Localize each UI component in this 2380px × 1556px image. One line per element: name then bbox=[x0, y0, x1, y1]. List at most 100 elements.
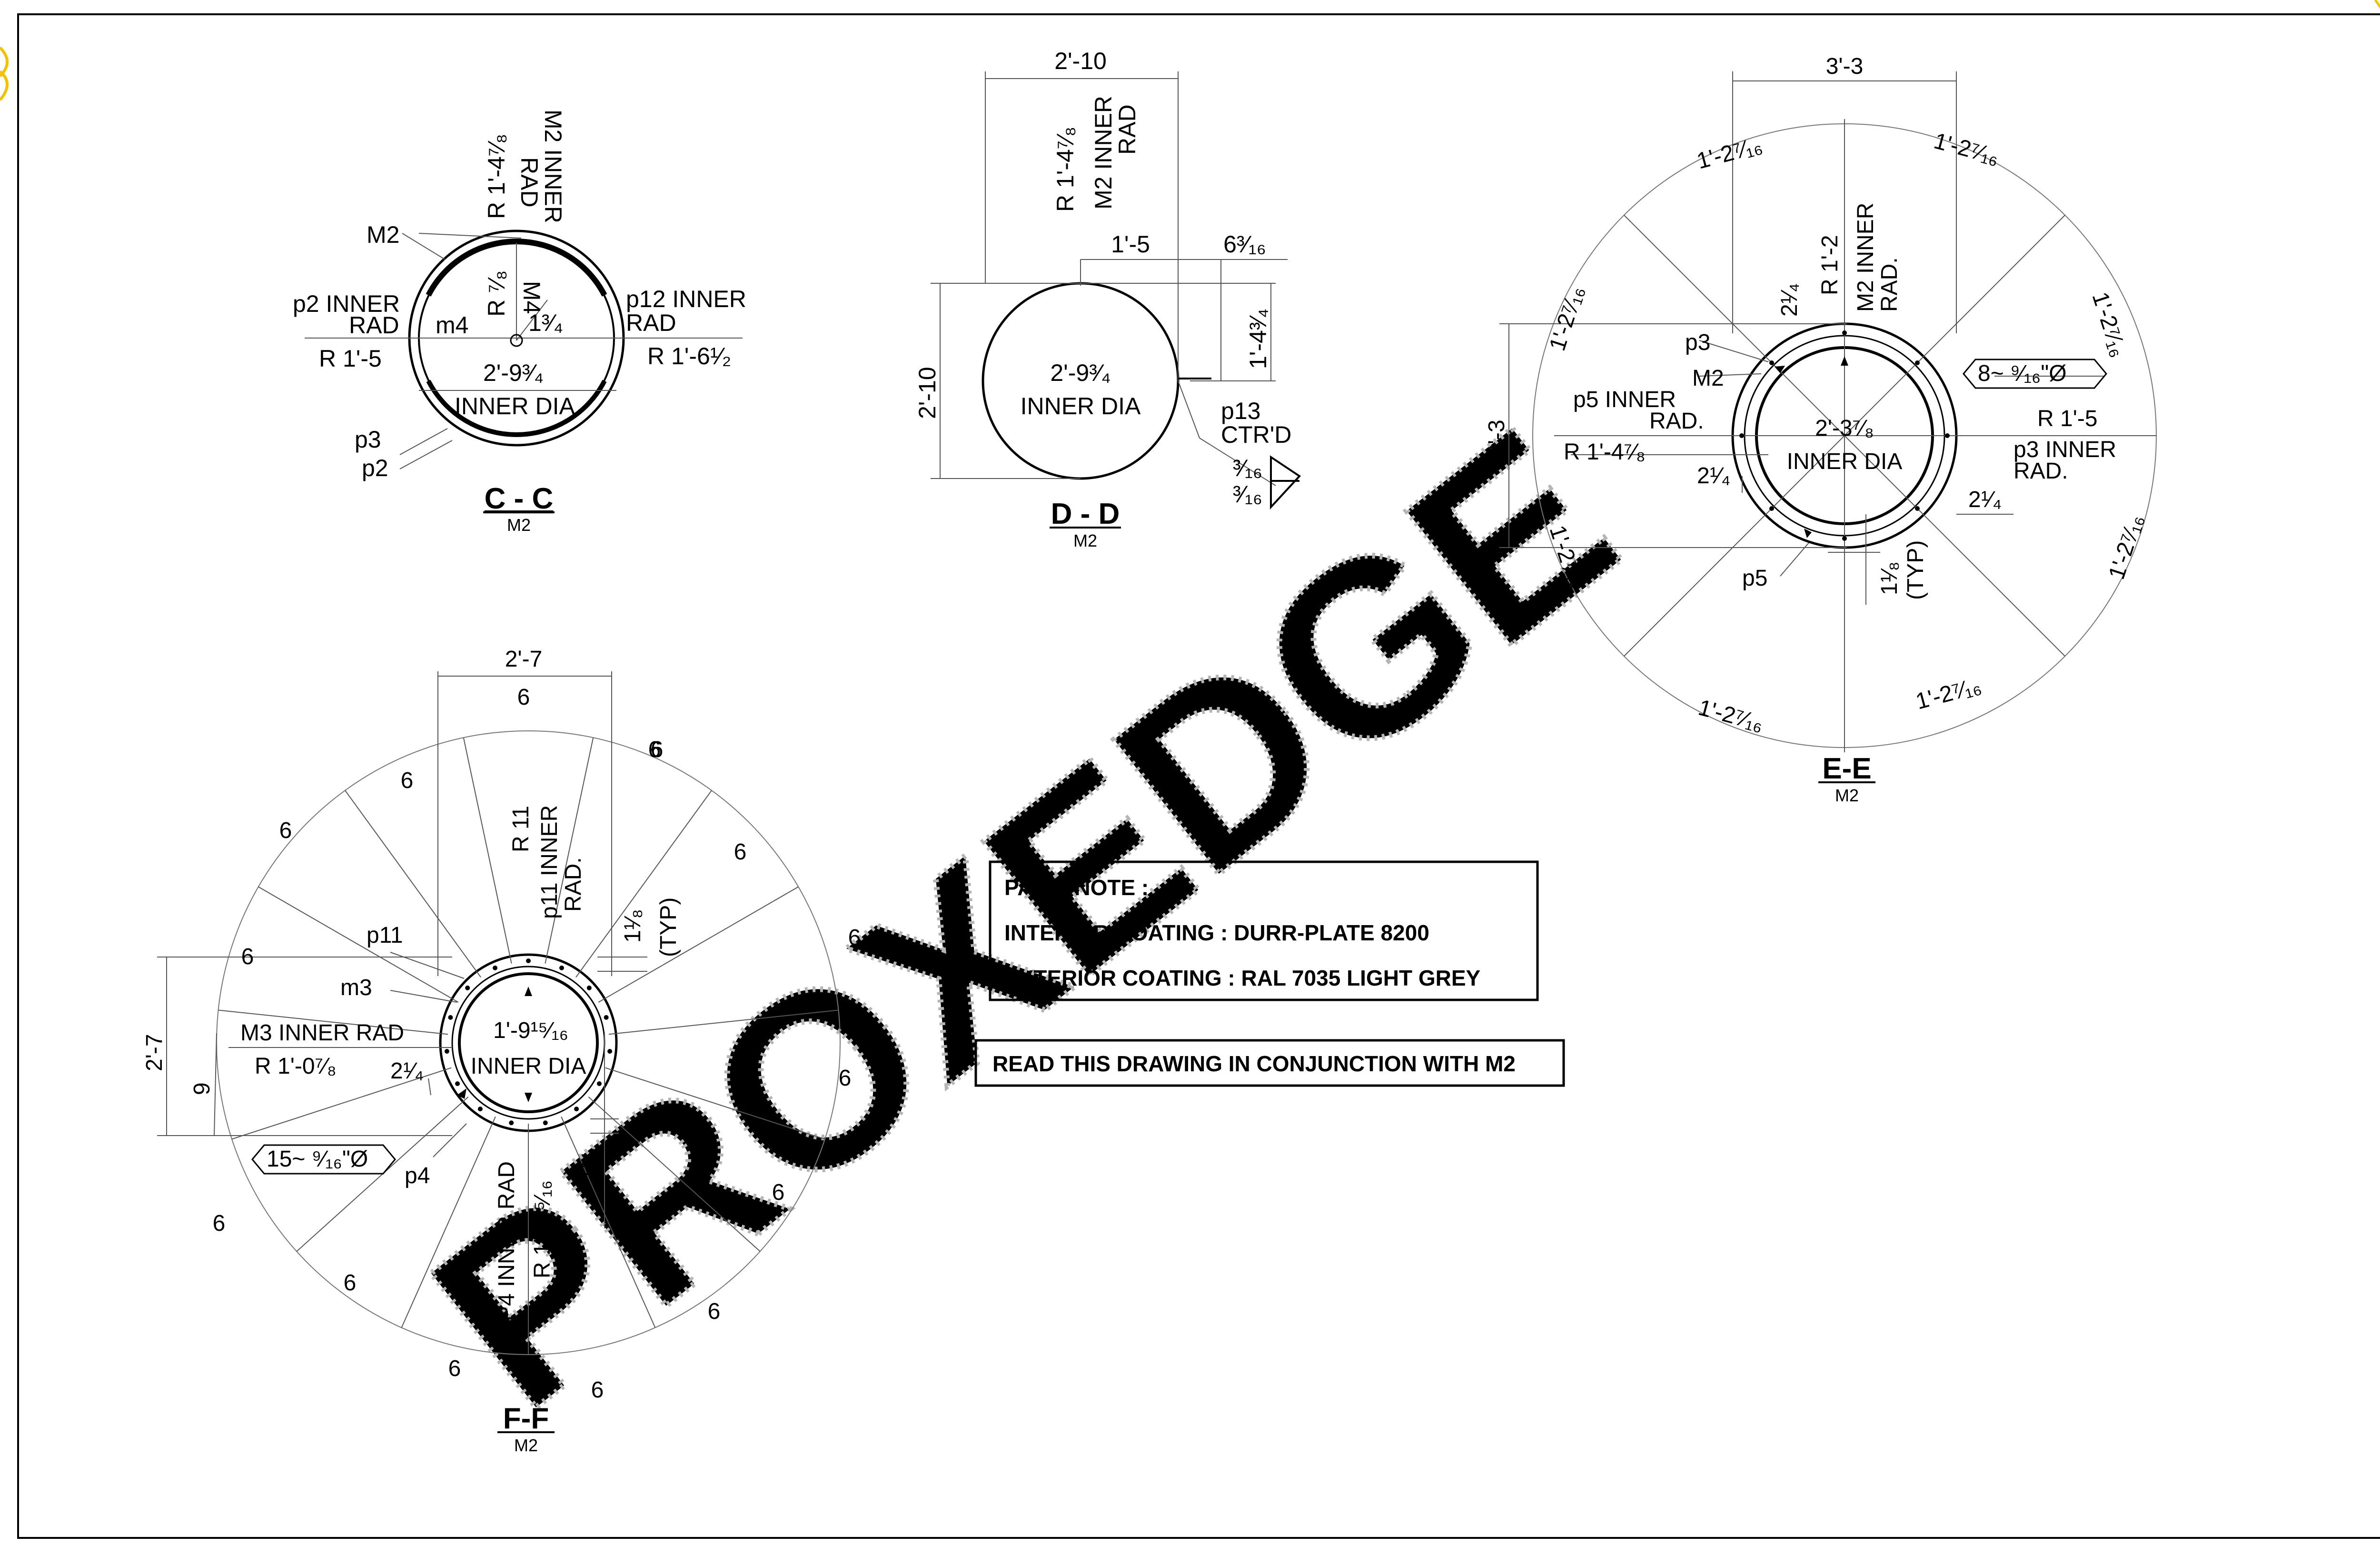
ff-dia: 1'-9¹⁵⁄₁₆ bbox=[493, 1018, 568, 1043]
cc-title: C - C bbox=[485, 482, 554, 515]
ff-r-1-0-7-8: R 1'-0⁷⁄₈ bbox=[255, 1054, 337, 1079]
dd-title: D - D bbox=[1051, 498, 1120, 530]
ff-arc-14: 6 bbox=[651, 737, 664, 762]
ee-m2: M2 bbox=[1692, 366, 1724, 391]
ff-bolt-hole bbox=[448, 1015, 453, 1020]
ff-m3-inner: M3 INNER RAD bbox=[240, 1020, 404, 1046]
ff-p11-inner-2: RAD. bbox=[561, 857, 586, 912]
ee-arc-br: 1'-2⁷⁄₁₆ bbox=[1913, 673, 1983, 714]
corner-mark-left bbox=[0, 46, 9, 101]
ff-radial-line bbox=[463, 738, 512, 964]
dd-ctrd: CTR'D bbox=[1221, 421, 1291, 448]
ee-dia: 2'-3⁷⁄₈ bbox=[1815, 416, 1874, 441]
ff-p4-inner: P4 INNER RAD bbox=[494, 1161, 519, 1321]
ee-top-width: 3'-3 bbox=[1826, 54, 1864, 79]
ff-bolt-hole bbox=[604, 1015, 609, 1020]
dd-d-6-3-16: 6³⁄₁₆ bbox=[1223, 231, 1266, 258]
ff-radial-line bbox=[218, 1009, 448, 1035]
dd-weld-b: ³⁄₁₆ bbox=[1233, 481, 1262, 508]
cc-r-1-6-1-2: R 1'-6¹⁄₂ bbox=[647, 343, 731, 369]
cc-dia: 2'-9³⁄₄ bbox=[483, 359, 544, 386]
ff-p4: p4 bbox=[405, 1163, 430, 1188]
ff-d-1-1-8: 1¹⁄₈ bbox=[577, 1147, 603, 1181]
ee-p3: p3 bbox=[1685, 330, 1710, 355]
conjunction-note-box: READ THIS DRAWING IN CONJUNCTION WITH M2 bbox=[974, 1039, 1565, 1087]
dd-r-label: R 1'-4⁷⁄₈ bbox=[1052, 127, 1079, 212]
dd-weld-a: ³⁄₁₆ bbox=[1233, 455, 1262, 481]
ee-p5-inner-2: RAD. bbox=[1649, 409, 1704, 434]
ee-p5-inner-1: p5 INNER bbox=[1573, 387, 1676, 412]
ff-ref: M2 bbox=[514, 1436, 538, 1455]
cc-inner-dia: INNER DIA bbox=[455, 393, 575, 419]
dd-d-1-5: 1'-5 bbox=[1111, 231, 1150, 258]
ff-radial-line bbox=[575, 790, 712, 978]
ff-arc-12: 6 bbox=[279, 818, 292, 843]
ee-height: 3'-3 bbox=[1484, 419, 1509, 457]
ee-holes: 8~ ⁹⁄₁₆"Ø bbox=[1978, 361, 2067, 386]
ff-bolt-hole bbox=[509, 1120, 514, 1126]
section-c-c: M2 INNER RAD R 1'-4⁷⁄₈ M2 p2 INNER RAD R… bbox=[293, 110, 746, 535]
exterior-coating: EXTERIOR COATING : RAL 7035 LIGHT GREY bbox=[1004, 966, 1480, 990]
ee-ref: M2 bbox=[1835, 786, 1859, 805]
cc-r-7-8: R ⁷⁄₈ bbox=[483, 270, 510, 317]
cc-p2-inner-rad-1: p2 INNER bbox=[293, 290, 400, 317]
ff-holes-tag bbox=[251, 1144, 396, 1175]
cc-m2-arc bbox=[426, 239, 607, 297]
ff-pipe bbox=[458, 972, 599, 1113]
ee-d-2-1-4-right: 2¹⁄₄ bbox=[1968, 487, 2002, 512]
ff-radial-line bbox=[545, 738, 594, 964]
interior-coating: INTERIOR COATING : DURR-PLATE 8200 bbox=[1004, 920, 1429, 945]
ff-arc-10: 6 bbox=[213, 1211, 226, 1236]
ff-radial-line bbox=[608, 1009, 839, 1035]
ee-arc-tl: 1'-2⁷⁄₁₆ bbox=[1694, 132, 1765, 174]
ff-d-2-1-4: 2¹⁄₄ bbox=[390, 1058, 424, 1084]
paint-note-heading: PAINT NOTE : bbox=[1004, 875, 1149, 900]
ff-bolt-hole bbox=[586, 985, 592, 990]
ff-p11-inner-1: p11 INNER bbox=[537, 805, 562, 919]
ff-arc-1: 6 bbox=[648, 737, 661, 762]
ff-bolt-hole bbox=[543, 1120, 548, 1126]
ff-typ-1: 1¹⁄₈ bbox=[620, 909, 645, 943]
ee-inner-dia: INNER DIA bbox=[1787, 449, 1903, 474]
dd-dia: 2'-9³⁄₄ bbox=[1050, 359, 1111, 386]
ff-bolt-hole bbox=[477, 1107, 483, 1112]
ff-bolt-hole bbox=[574, 1107, 579, 1112]
sheet-border bbox=[17, 13, 2380, 1539]
dd-m2-inner-2: RAD bbox=[1114, 104, 1140, 155]
dd-m2-inner-1: M2 INNER bbox=[1090, 96, 1117, 209]
ff-arc-9: 6 bbox=[344, 1270, 357, 1296]
ff-nine: 9 bbox=[189, 1082, 215, 1095]
ff-radial-line bbox=[258, 886, 459, 1003]
ee-m2-inner-1: M2 INNER bbox=[1853, 203, 1878, 312]
conjunction-note: READ THIS DRAWING IN CONJUNCTION WITH M2 bbox=[992, 1051, 1516, 1076]
ff-bolt-hole bbox=[559, 965, 564, 970]
cc-ref: M2 bbox=[507, 515, 531, 535]
ff-bolt-hole bbox=[607, 1048, 613, 1054]
cc-m2-inner-rad-2: RAD bbox=[516, 157, 543, 208]
ff-r-1-0-15-16: R 1'-0¹⁵⁄₁₆ bbox=[530, 1180, 555, 1278]
ff-arc-2: 6 bbox=[734, 839, 747, 865]
ee-arc-bl: 1'-2⁷⁄₁₆ bbox=[1696, 695, 1766, 736]
ff-height: 2'-7 bbox=[142, 1034, 167, 1071]
ff-radial-line bbox=[598, 886, 799, 1003]
ee-p5: p5 bbox=[1742, 566, 1767, 591]
ee-r-1-5: R 1'-5 bbox=[2037, 406, 2098, 431]
cc-center-mark bbox=[510, 334, 523, 347]
paint-note-box: PAINT NOTE : INTERIOR COATING : DURR-PLA… bbox=[989, 860, 1539, 1001]
cc-p12-inner-rad-1: p12 INNER bbox=[626, 286, 746, 312]
ff-top-width: 2'-7 bbox=[505, 647, 543, 672]
ee-r-1-2: R 1'-2 bbox=[1817, 235, 1843, 295]
ee-arc-tr: 1'-2⁷⁄₁₆ bbox=[1931, 128, 2002, 170]
cc-m2: M2 bbox=[367, 221, 399, 248]
ff-arc-5: 6 bbox=[772, 1180, 785, 1205]
ff-radial-line bbox=[231, 1067, 452, 1140]
ee-arc-rr: 1'-2⁷⁄₁₆ bbox=[2104, 511, 2149, 582]
cc-d-1-3-4: 1³⁄₄ bbox=[528, 309, 563, 336]
dd-weld-symbol bbox=[1270, 455, 1301, 510]
watermark: PROXEDGE bbox=[382, 374, 1664, 1462]
ee-r-1-4-7-8: R 1'-4⁷⁄₈ bbox=[1564, 439, 1646, 465]
section-d-d: 2'-10 R 1'-4⁷⁄₈ M2 INNER RAD 1'-5 6³⁄₁₆ … bbox=[914, 48, 1301, 550]
ee-arc-l: 1'-2⁷⁄₁₆ bbox=[1545, 283, 1589, 354]
dd-p13: p13 bbox=[1221, 398, 1260, 424]
ee-d-2-1-4-left: 2¹⁄₄ bbox=[1697, 463, 1730, 489]
